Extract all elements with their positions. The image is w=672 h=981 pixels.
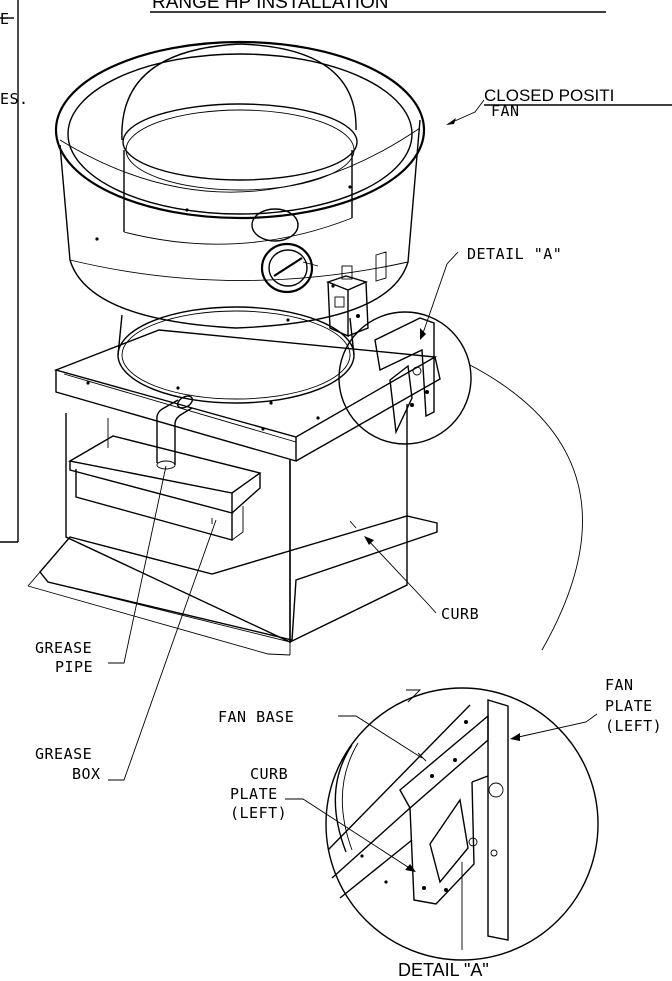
curb-arrowhead	[364, 536, 374, 545]
fan-neck	[117, 306, 355, 405]
drawing-title: RANGE HP INSTALLATION	[152, 0, 389, 13]
fan-bracket-small	[374, 317, 435, 435]
junction-box	[325, 265, 369, 338]
fan-base-leader	[338, 715, 423, 759]
left-note-border	[0, 0, 19, 543]
curb-box	[65, 404, 408, 644]
curb-plate-label-2: PLATE	[230, 785, 278, 803]
curb-leader	[365, 537, 437, 614]
grease-box-leader	[108, 519, 217, 781]
gauge-dial	[260, 242, 319, 294]
fan-plate-leader	[513, 713, 598, 739]
fan-plate-label-1: FAN	[605, 676, 634, 694]
fan-plate-label-3: (LEFT)	[605, 717, 662, 735]
margin-note-top: E	[0, 10, 10, 28]
grease-box-label-2: BOX	[72, 765, 101, 783]
grease-pipe-label-1: GREASE	[35, 639, 92, 657]
motor-dome	[121, 43, 358, 245]
curb-plate-label-3: (LEFT)	[230, 804, 287, 822]
fan-leader	[447, 99, 485, 125]
detail-a-title: DETAIL "A"	[398, 960, 489, 980]
closed-position-heading: CLOSED POSITI	[484, 86, 614, 105]
fan-base-tick	[417, 752, 427, 762]
curb-plate-arrowhead	[405, 864, 416, 872]
fan-base-plate	[53, 329, 441, 462]
detail-a-callout-label: DETAIL "A"	[467, 245, 562, 263]
margin-note-middle: ES.	[0, 90, 29, 108]
detail-a-leader	[421, 251, 459, 337]
fan-plate-label-2: PLATE	[605, 697, 653, 715]
curb-plate-label-1: CURB	[250, 765, 288, 783]
fan-plate-arrowhead	[510, 733, 520, 741]
grease-pipe-label-2: PIPE	[55, 658, 93, 676]
fan-arrowhead	[446, 118, 456, 125]
detail-a-arrowhead	[420, 328, 426, 340]
grease-pipe-leader	[108, 465, 167, 664]
curb-label: CURB	[441, 605, 479, 623]
fan-windband	[54, 40, 426, 220]
detail-a-circle-large	[325, 687, 599, 961]
fan-housing	[59, 119, 421, 329]
grease-pipe	[156, 395, 194, 470]
grease-box	[68, 435, 262, 541]
curb-plate-leader	[285, 798, 415, 872]
detail-a-circle-small	[338, 311, 472, 445]
fan-label: FAN	[491, 102, 520, 120]
detail-connector-arc	[469, 364, 583, 651]
fan-base-label: FAN BASE	[218, 708, 294, 726]
grease-box-label-1: GREASE	[35, 745, 92, 763]
